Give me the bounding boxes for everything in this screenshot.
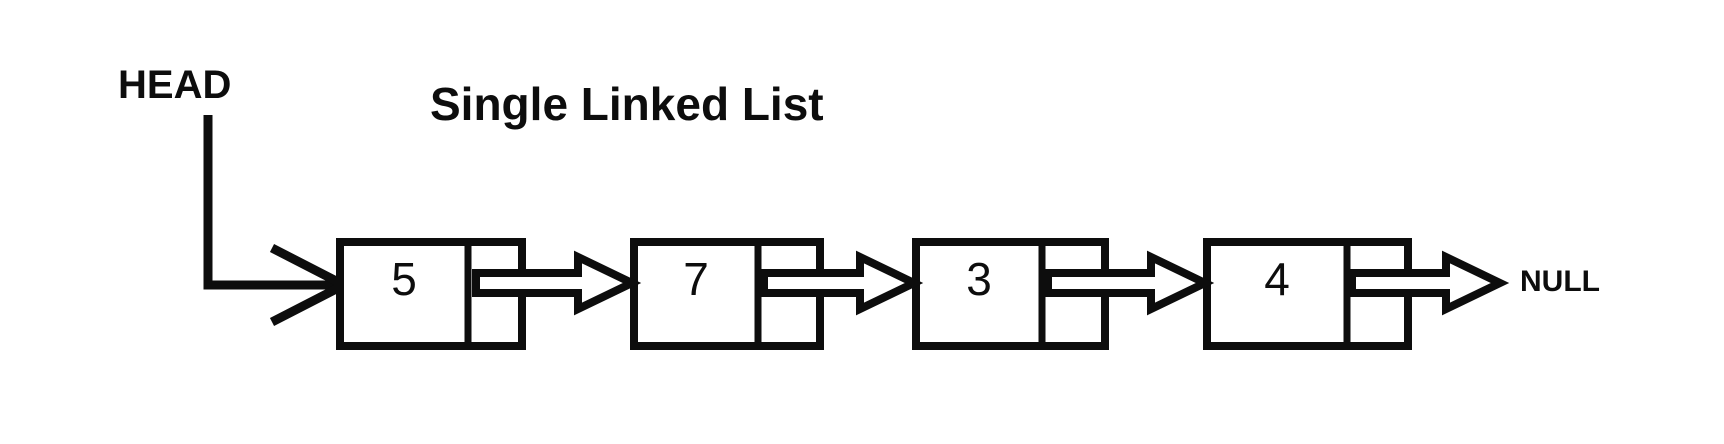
arrow-outline-icon bbox=[472, 250, 642, 316]
next-pointer-arrow bbox=[472, 250, 642, 316]
arrow-outline-icon bbox=[1348, 250, 1510, 316]
node-value: 3 bbox=[966, 253, 992, 305]
node-value: 5 bbox=[391, 253, 417, 305]
node-value: 4 bbox=[1264, 253, 1290, 305]
next-pointer-arrow bbox=[1044, 250, 1215, 316]
head-pointer-line bbox=[203, 115, 344, 290]
link-arrows-layer bbox=[472, 250, 1510, 316]
next-pointer-arrow bbox=[1348, 250, 1510, 316]
next-pointer-arrow bbox=[760, 250, 924, 316]
head-label: HEAD bbox=[118, 63, 231, 107]
nodes-layer: 5 7 3 4 bbox=[336, 238, 1412, 350]
arrow-outline-icon bbox=[760, 250, 924, 316]
arrow-outline-icon bbox=[1044, 250, 1215, 316]
diagram-title: Single Linked List bbox=[430, 78, 824, 130]
node-value: 7 bbox=[683, 253, 709, 305]
null-terminator-label: NULL bbox=[1520, 265, 1600, 298]
